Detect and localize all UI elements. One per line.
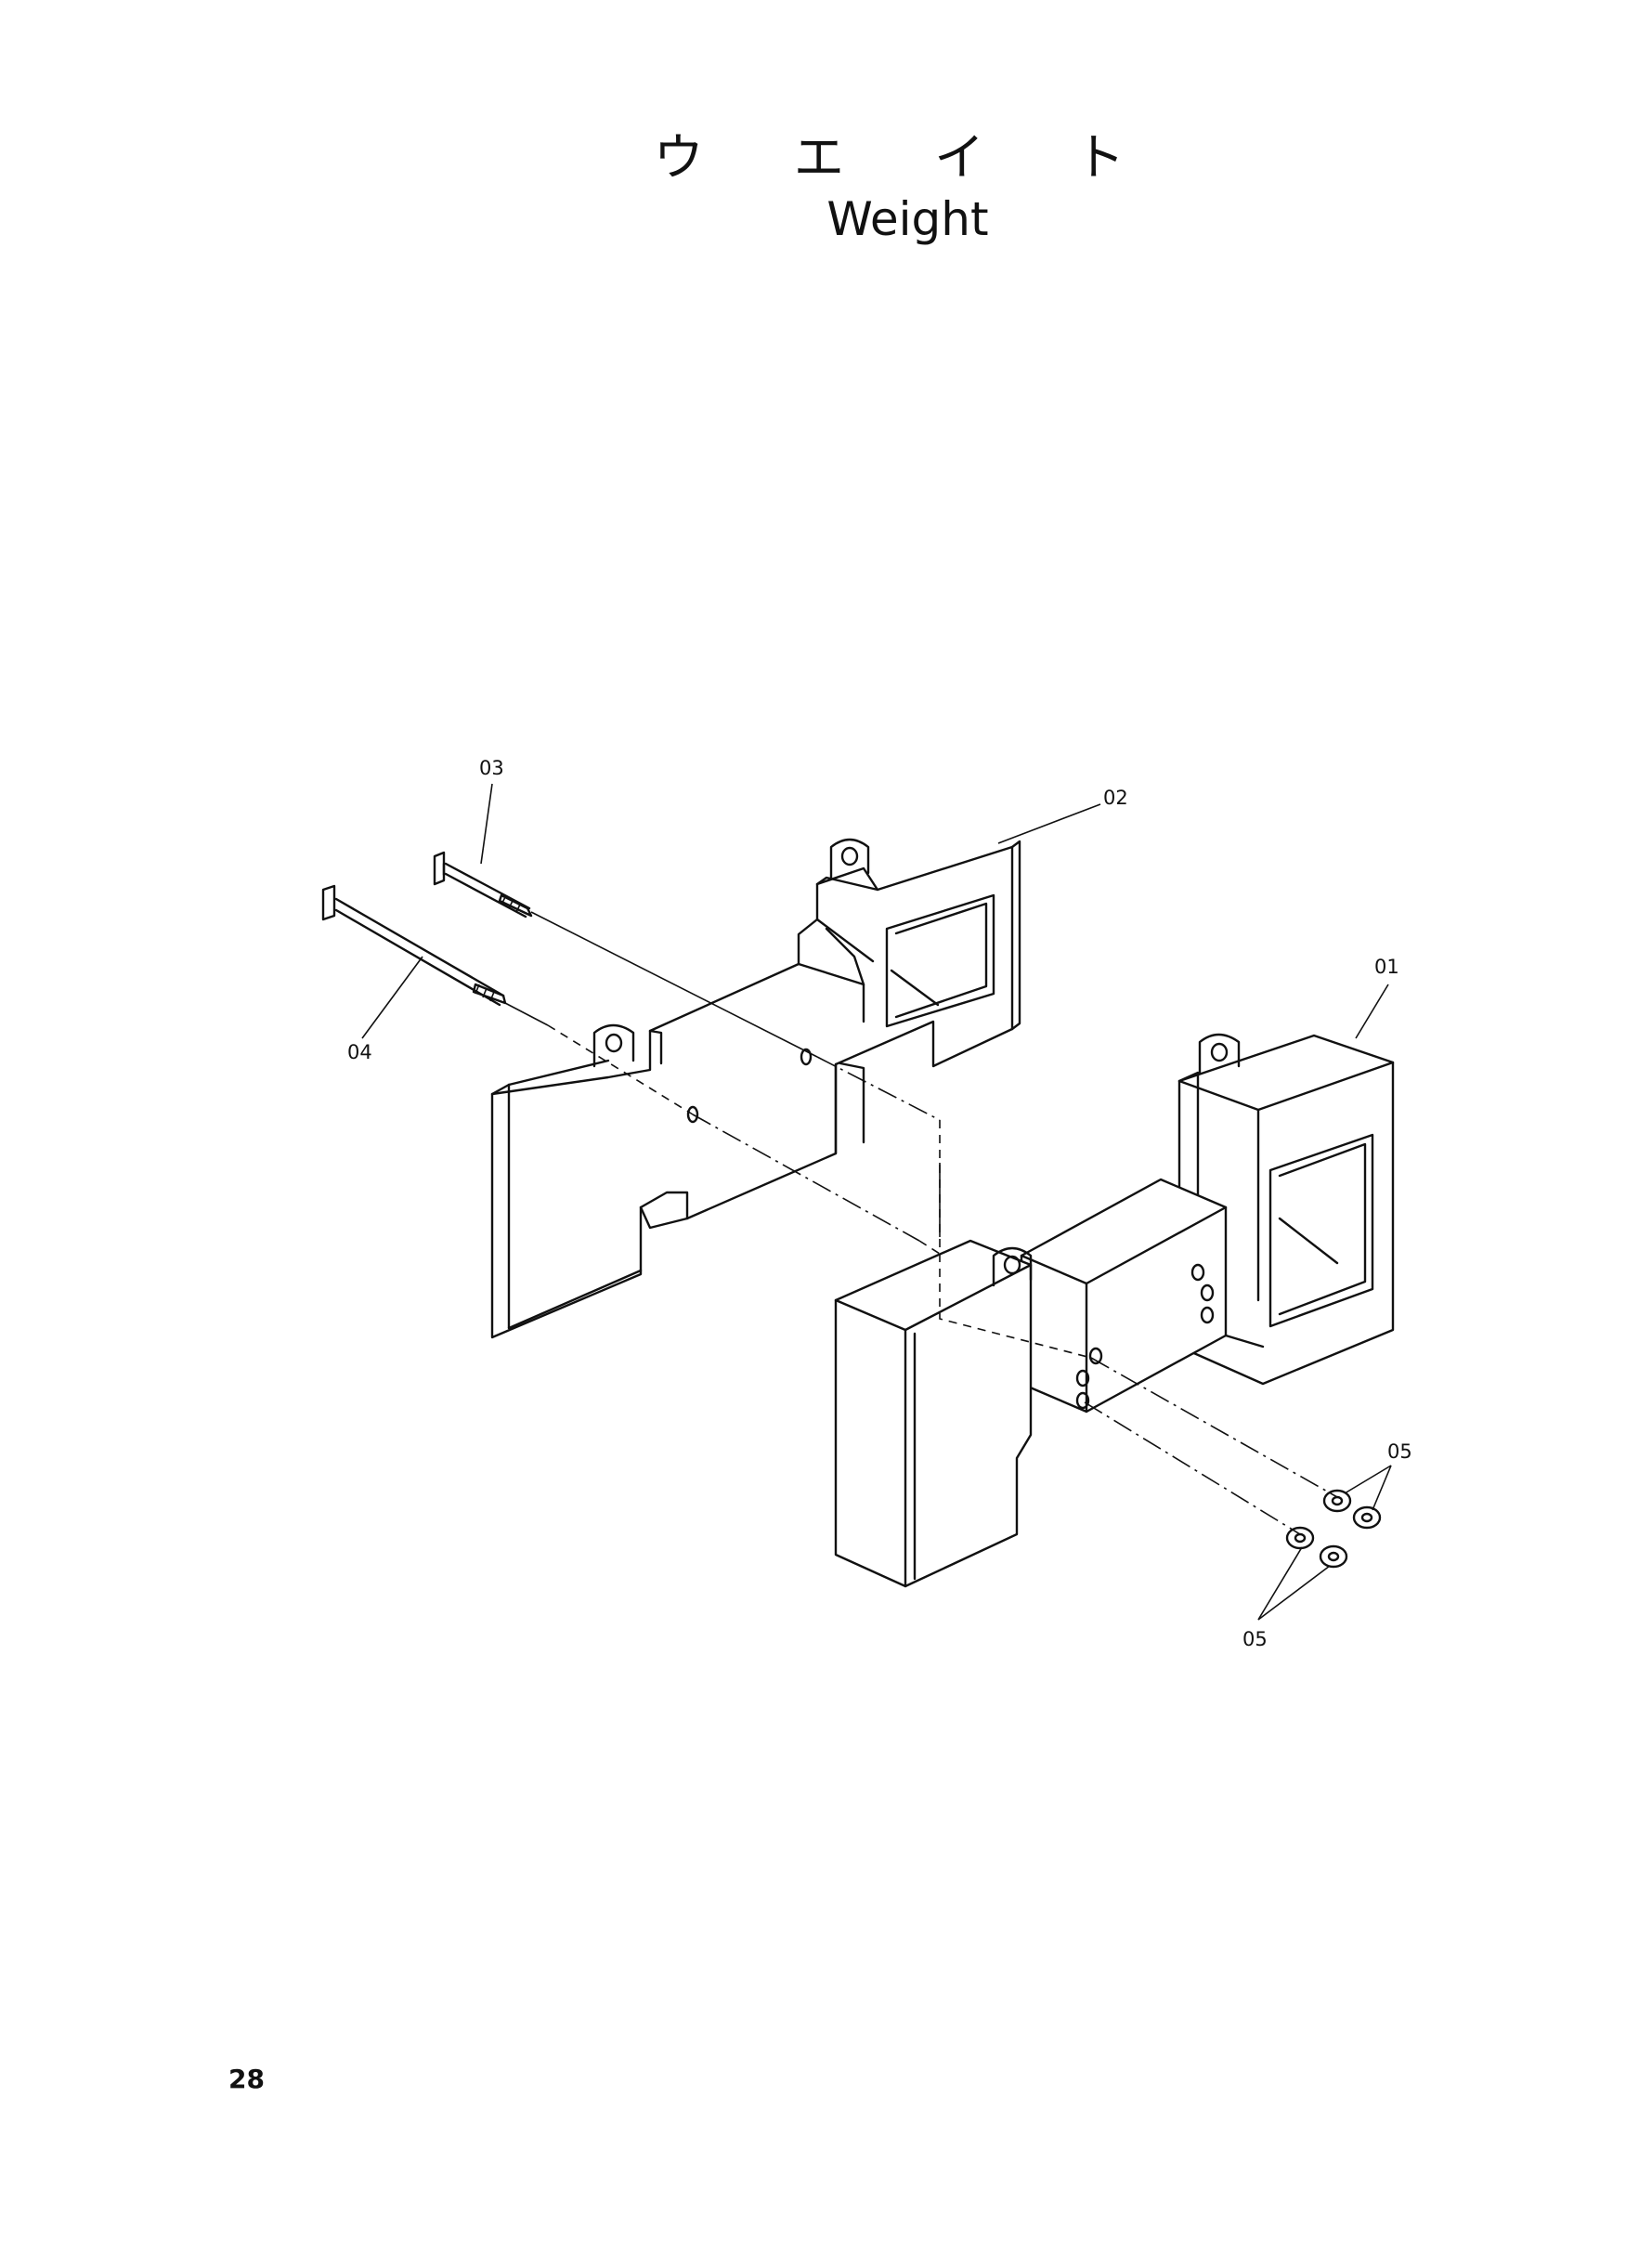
callout-05-lower: 05 xyxy=(1242,1628,1268,1650)
page-title-japanese: ウ エ イ ト xyxy=(653,128,1163,187)
weight-block-right xyxy=(834,1033,1395,1588)
nut-4 xyxy=(1319,1544,1348,1569)
nut-1 xyxy=(1322,1489,1352,1513)
nuts xyxy=(1285,1489,1382,1569)
leader-lines xyxy=(361,783,1392,1621)
nut-2 xyxy=(1352,1505,1382,1530)
bolt-long xyxy=(321,884,507,1007)
page-title-english: Weight xyxy=(826,192,989,246)
callout-01: 01 xyxy=(1374,956,1399,978)
callout-03: 03 xyxy=(479,757,504,779)
bolt-short xyxy=(433,851,533,919)
assembly-lines xyxy=(504,911,1338,1535)
page-number: 28 xyxy=(228,2064,265,2094)
callout-02: 02 xyxy=(1103,787,1128,809)
weight-plate-left xyxy=(490,838,1021,1339)
callout-05-upper: 05 xyxy=(1387,1440,1412,1463)
nut-3 xyxy=(1285,1526,1315,1550)
callout-04: 04 xyxy=(347,1041,372,1063)
